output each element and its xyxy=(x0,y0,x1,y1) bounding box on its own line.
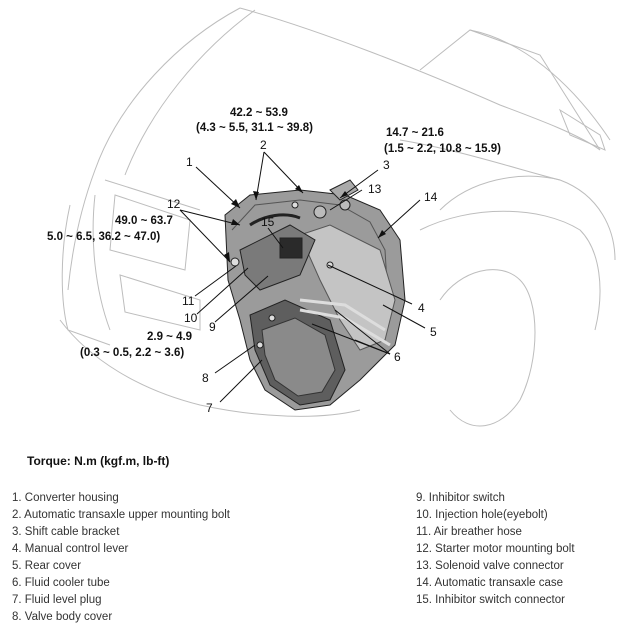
legend-item: 4. Manual control lever xyxy=(12,543,129,555)
transaxle-diagram: 42.2 ~ 53.9 (4.3 ~ 5.5, 31.1 ~ 39.8) 14.… xyxy=(47,7,616,427)
torque-units-caption: Torque: N.m (kgf.m, lb-ft) xyxy=(27,454,170,468)
torque-shift-bracket-alt: (1.5 ~ 2.2, 10.8 ~ 15.9) xyxy=(384,143,501,155)
callout-2: 2 xyxy=(260,138,267,152)
parts-legend-left: 1. Converter housing 2. Automatic transa… xyxy=(12,490,230,626)
callout-4: 4 xyxy=(418,301,425,315)
legend-item: 3. Shift cable bracket xyxy=(12,526,120,538)
torque-valve-cover-alt: (0.3 ~ 0.5, 2.2 ~ 3.6) xyxy=(80,347,184,359)
callout-6: 6 xyxy=(394,350,401,364)
callout-10: 10 xyxy=(184,311,198,325)
car-body-outline xyxy=(59,7,616,427)
legend-item: 8. Valve body cover xyxy=(12,611,113,623)
legend-item: 6. Fluid cooler tube xyxy=(12,577,110,589)
legend-item: 15. Inhibitor switch connector xyxy=(416,594,565,606)
legend-item: 1. Converter housing xyxy=(12,492,119,504)
legend-item: 7. Fluid level plug xyxy=(12,594,102,606)
legend-item: 14. Automatic transaxle case xyxy=(416,577,564,589)
legend-item: 11. Air breather hose xyxy=(416,526,522,538)
legend-item: 10. Injection hole(eyebolt) xyxy=(416,509,548,521)
callout-13: 13 xyxy=(368,182,382,196)
callout-1: 1 xyxy=(186,155,193,169)
callout-5: 5 xyxy=(430,325,437,339)
callout-12: 12 xyxy=(167,197,181,211)
legend-item: 2. Automatic transaxle upper mounting bo… xyxy=(12,509,230,521)
legend-item: 9. Inhibitor switch xyxy=(416,492,505,504)
parts-legend-right: 9. Inhibitor switch 10. Injection hole(e… xyxy=(416,490,575,609)
callout-8: 8 xyxy=(202,371,209,385)
callout-14: 14 xyxy=(424,190,438,204)
torque-shift-bracket-nm: 14.7 ~ 21.6 xyxy=(386,127,444,139)
torque-starter-bolt-alt: 5.0 ~ 6.5, 36.2 ~ 47.0) xyxy=(47,231,160,243)
legend-item: 13. Solenoid valve connector xyxy=(416,560,564,572)
legend-item: 5. Rear cover xyxy=(12,560,82,572)
callout-11: 11 xyxy=(182,294,195,308)
callout-15: 15 xyxy=(261,215,275,229)
callout-7: 7 xyxy=(206,401,213,415)
leader-arrowheads xyxy=(224,185,386,262)
torque-upper-mount-alt: (4.3 ~ 5.5, 31.1 ~ 39.8) xyxy=(196,122,313,134)
transaxle-assembly xyxy=(224,179,406,411)
callout-3: 3 xyxy=(383,158,390,172)
torque-valve-cover-nm: 2.9 ~ 4.9 xyxy=(147,331,192,343)
torque-starter-bolt-nm: 49.0 ~ 63.7 xyxy=(115,215,173,227)
legend-item: 12. Starter motor mounting bolt xyxy=(416,543,575,555)
torque-upper-mount-nm: 42.2 ~ 53.9 xyxy=(230,107,288,119)
callout-9: 9 xyxy=(209,320,216,334)
